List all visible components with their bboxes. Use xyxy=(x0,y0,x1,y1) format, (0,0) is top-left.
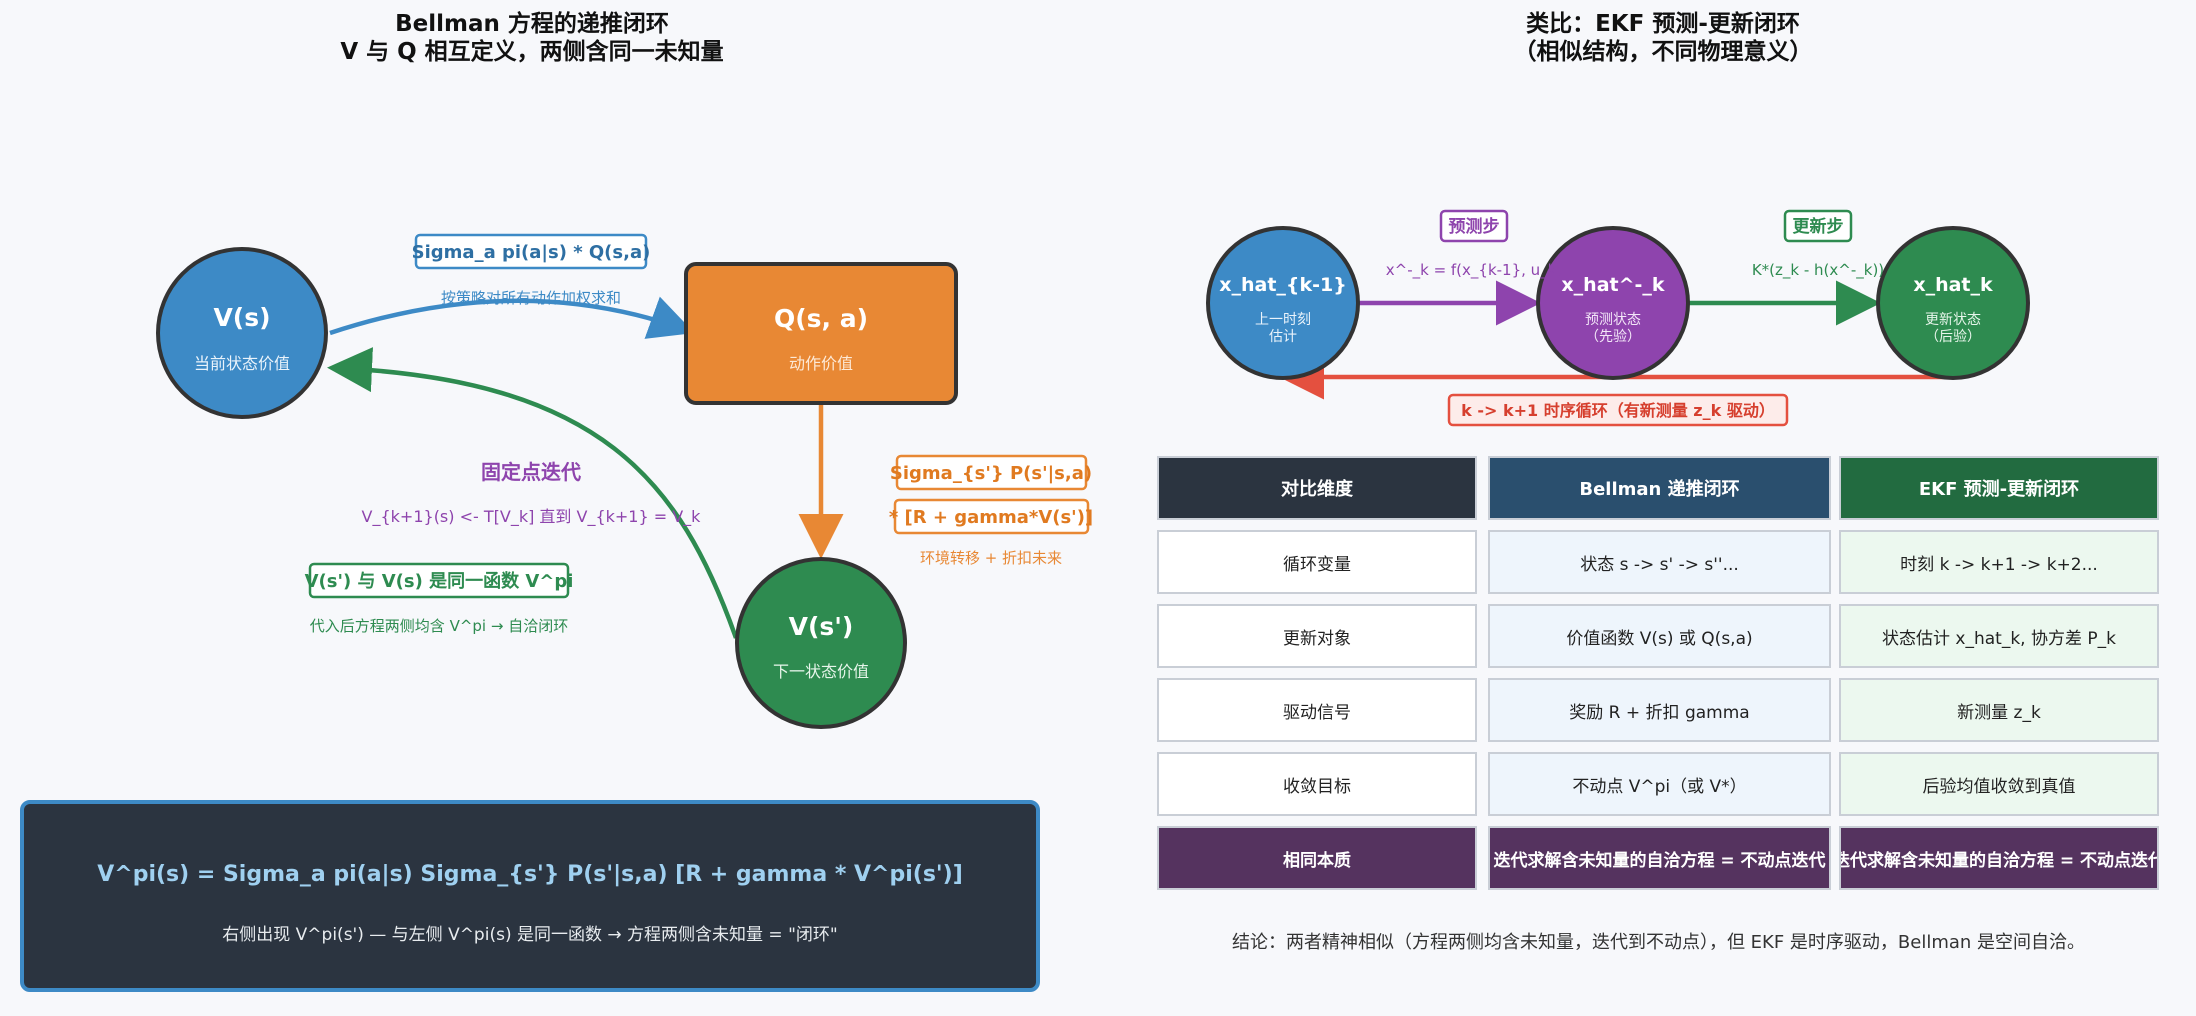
bellman-formula-note: 右侧出现 V^pi(s') — 与左侧 V^pi(s) 是同一函数 → 方程两侧… xyxy=(222,925,838,945)
node-prior-label: x_hat^-_k xyxy=(1561,274,1664,296)
policy-sum-box xyxy=(414,233,648,270)
left-title: Bellman 方程的递推闭环 V 与 Q 相互定义，两侧含同一未知量 xyxy=(340,11,724,65)
node-prev-sub2: 估计 xyxy=(1269,329,1297,345)
node-prev-estimate: x_hat_{k-1} 上一时刻 估计 xyxy=(1206,226,1360,380)
node-v-sub: 当前状态价值 xyxy=(194,354,290,373)
conclusion-text: 结论：两者精神相似（方程两侧均含未知量，迭代到不动点），但 EKF 是时序驱动，… xyxy=(1231,932,2086,953)
transition-label-2: * [R + gamma*V(s')] xyxy=(889,507,1093,528)
table-cell: 价值函数 V(s) 或 Q(s,a) xyxy=(1488,604,1831,668)
table-cell: 后验均值收敛到真值 xyxy=(1839,752,2159,816)
update-formula: K*(z_k - h(x^-_k)) xyxy=(1752,261,1884,280)
node-vprime-sub: 下一状态价值 xyxy=(773,662,869,681)
node-v-label: V(s) xyxy=(213,303,270,332)
transition-note: 环境转移 + 折扣未来 xyxy=(920,549,1062,567)
right-title: 类比：EKF 预测-更新闭环 （相似结构，不同物理意义） xyxy=(1513,11,1813,65)
transition-label-1: Sigma_{s'} P(s'|s,a) xyxy=(890,463,1092,484)
policy-sum-label: Sigma_a pi(a|s) * Q(s,a) xyxy=(412,242,651,263)
node-q-label: Q(s, a) xyxy=(774,304,868,333)
table-cell: 驱动信号 xyxy=(1157,678,1477,742)
table-essence-cell: 迭代求解含未知量的自洽方程 = 不动点迭代 xyxy=(1839,826,2159,890)
node-prev-sub1: 上一时刻 xyxy=(1255,312,1311,328)
bellman-formula-panel: V^pi(s) = Sigma_a pi(a|s) Sigma_{s'} P(s… xyxy=(20,800,1040,992)
node-post-sub2: （后验） xyxy=(1925,329,1981,345)
predict-step-tag: 预测步 xyxy=(1449,216,1500,237)
time-loop-label: k -> k+1 时序循环（有新测量 z_k 驱动） xyxy=(1461,401,1775,420)
table-essence-cell: 迭代求解含未知量的自洽方程 = 不动点迭代 xyxy=(1488,826,1831,890)
same-function-note: 代入后方程两侧均含 V^pi → 自洽闭环 xyxy=(310,617,568,635)
fixed-point-title: 固定点迭代 xyxy=(481,460,581,484)
node-post-sub1: 更新状态 xyxy=(1925,312,1981,328)
policy-sum-note: 按策略对所有动作加权求和 xyxy=(441,289,621,307)
transition-box-1 xyxy=(895,454,1088,491)
predict-formula: x^-_k = f(x_{k-1}, u_k) xyxy=(1386,261,1562,280)
node-q-sub: 动作价值 xyxy=(789,354,853,373)
node-prior-sub1: 预测状态 xyxy=(1585,312,1641,328)
table-cell: 新测量 z_k xyxy=(1839,678,2159,742)
same-function-label: V(s') 与 V(s) 是同一函数 V^pi xyxy=(305,570,574,592)
node-posterior: x_hat_k 更新状态 （后验） xyxy=(1876,226,2030,380)
node-post-label: x_hat_k xyxy=(1913,274,1993,296)
table-header-bellman: Bellman 递推闭环 xyxy=(1488,456,1831,520)
table-cell: 不动点 V^pi（或 V*） xyxy=(1488,752,1831,816)
table-cell: 时刻 k -> k+1 -> k+2... xyxy=(1839,530,2159,594)
node-vprime: V(s') 下一状态价值 xyxy=(735,557,907,729)
node-q: Q(s, a) 动作价值 xyxy=(684,262,958,405)
node-v: V(s) 当前状态价值 xyxy=(156,247,328,419)
node-vprime-label: V(s') xyxy=(789,612,854,641)
transition-box-2 xyxy=(893,498,1090,535)
table-cell: 状态 s -> s' -> s''... xyxy=(1488,530,1831,594)
table-header-ekf: EKF 预测-更新闭环 xyxy=(1839,456,2159,520)
table-cell: 循环变量 xyxy=(1157,530,1477,594)
bellman-formula: V^pi(s) = Sigma_a pi(a|s) Sigma_{s'} P(s… xyxy=(97,862,963,887)
table-cell: 奖励 R + 折扣 gamma xyxy=(1488,678,1831,742)
same-function-box xyxy=(308,562,570,599)
edge-vprime-to-v xyxy=(327,347,739,639)
table-cell: 更新对象 xyxy=(1157,604,1477,668)
table-essence-cell: 相同本质 xyxy=(1157,826,1477,890)
predict-step-box xyxy=(1439,209,1509,243)
table-cell: 收敛目标 xyxy=(1157,752,1477,816)
fixed-point-formula: V_{k+1}(s) <- T[V_k] 直到 V_{k+1} = V_k xyxy=(362,507,702,527)
node-prior: x_hat^-_k 预测状态 （先验） xyxy=(1536,226,1690,380)
table-cell: 状态估计 x_hat_k, 协方差 P_k xyxy=(1839,604,2159,668)
table-header-dimension: 对比维度 xyxy=(1157,456,1477,520)
node-prior-sub2: （先验） xyxy=(1585,329,1641,345)
edge-v-to-q xyxy=(329,296,695,339)
node-prev-label: x_hat_{k-1} xyxy=(1219,274,1346,296)
update-step-tag: 更新步 xyxy=(1793,216,1844,237)
time-loop-box xyxy=(1447,393,1789,427)
update-step-box xyxy=(1783,209,1853,243)
